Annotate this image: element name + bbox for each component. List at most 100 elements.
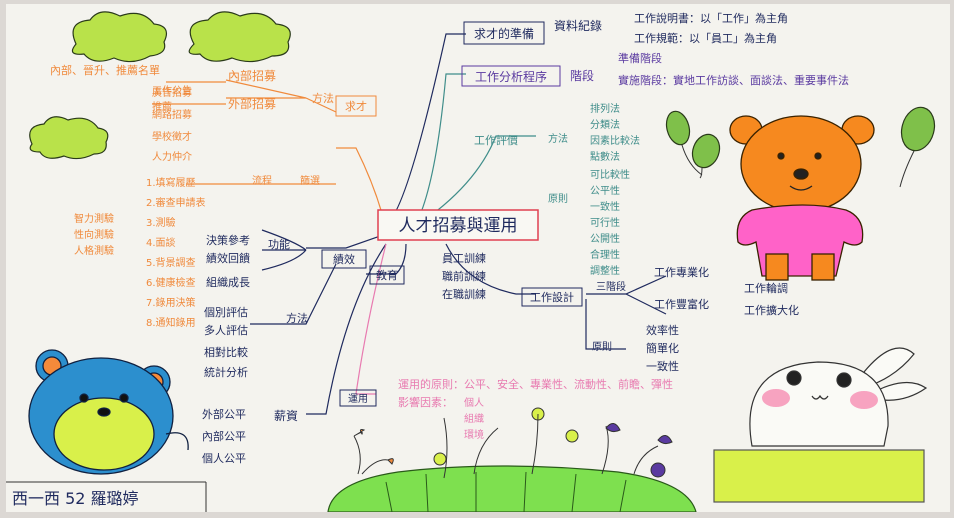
process-step-5: 5.背景調查 <box>146 256 196 269</box>
left-note-3: 人格測驗 <box>74 244 114 257</box>
usage-factor-label: 影響因素： <box>398 395 453 409</box>
analysis-topic: 工作分析程序 <box>475 69 547 84</box>
left-note-1: 智力測驗 <box>74 212 114 225</box>
process-step-1: 1.填寫履歷 <box>146 176 196 189</box>
design-branch: 工作設計 三階段 工作專業化 工作豐富化 工作輪調 工作擴大化 原則 效率性 簡… <box>521 265 799 373</box>
recruit-branch: 求才 方法 內部招募 外部招募 內部、晉升、推薦名單 工作公告 推薦 廣告招募 … <box>50 63 377 329</box>
design-principle-1: 效率性 <box>646 323 679 337</box>
design-principle-3: 一致性 <box>646 359 679 373</box>
job-eval-principle-3: 一致性 <box>590 200 620 213</box>
training-item-1: 員工訓練 <box>442 251 486 265</box>
evaluation-method-4: 統計分析 <box>204 365 248 379</box>
evaluation-method-3: 相對比較 <box>204 345 248 359</box>
recruit-process-label-2: 篩選 <box>300 174 320 187</box>
job-eval-method-1: 排列法 <box>590 102 620 115</box>
training-topic: 教育 <box>376 268 398 282</box>
job-eval-principle-2: 公平性 <box>590 184 620 197</box>
design-principle-label: 原則 <box>592 341 612 353</box>
usage-factor-1: 個人 <box>464 396 484 409</box>
cloud-icon <box>29 116 109 160</box>
training-item-2: 職前訓練 <box>442 269 486 283</box>
usage-branch: 運用 運用的原則：公平、安全、專業性、流動性、前瞻、彈性 影響因素： 個人 組織… <box>339 377 673 441</box>
job-eval-principle-6: 合理性 <box>590 248 620 261</box>
balloon-icon <box>691 133 721 179</box>
prep-doc-2: 工作規範：以「員工」為主角 <box>634 31 777 45</box>
evaluation-method-1: 個別評估 <box>204 305 248 319</box>
pay-item-1: 外部公平 <box>202 407 246 421</box>
evaluation-topic: 績效 <box>333 252 355 266</box>
evaluation-method-label: 方法 <box>286 311 308 325</box>
design-topic: 工作設計 <box>530 290 574 304</box>
evaluation-branch: 績效 功能 決策參考 績效回饋 組織成長 方法 個別評估 多人評估 相對比較 統… <box>204 233 367 379</box>
process-step-4: 4.面談 <box>146 236 176 249</box>
training-item-3: 在職訓練 <box>442 287 486 301</box>
recruit-topic: 求才 <box>345 99 367 113</box>
recruit-top-line: 內部、晉升、推薦名單 <box>50 63 160 77</box>
job-eval-method-4: 點數法 <box>590 150 620 163</box>
recruit-external-item-2: 網路招募 <box>152 108 192 121</box>
job-eval-principle-4: 可行性 <box>590 216 620 229</box>
process-step-2: 2.審查申請表 <box>146 196 206 209</box>
pay-branch: 薪資 外部公平 內部公平 個人公平 <box>202 407 298 465</box>
job-eval-principle-label: 原則 <box>548 193 568 205</box>
bear-illustration <box>729 115 875 281</box>
recruit-internal: 內部招募 <box>228 68 276 83</box>
training-branch: 教育 員工訓練 職前訓練 在職訓練 <box>369 251 486 301</box>
process-step-8: 8.通知錄用 <box>146 316 196 329</box>
recruit-external-item-4: 人力仲介 <box>152 150 192 163</box>
central-topic: 人才招募與運用 <box>377 209 539 241</box>
author-caption: 西一西 52 羅璐婷 <box>12 489 139 508</box>
evaluation-function-1: 決策參考 <box>206 233 250 247</box>
mind-map-canvas: 人才招募與運用 求才的準備 資料紀錄 工作說明書：以「工作」為主角 工作規範：以… <box>6 11 936 512</box>
flower-icon <box>353 407 673 479</box>
usage-factor-3: 環境 <box>464 428 484 441</box>
usage-principles: 運用的原則：公平、安全、專業性、流動性、前瞻、彈性 <box>398 377 673 391</box>
job-eval-method-2: 分類法 <box>590 118 620 131</box>
prep-data-label: 資料紀錄 <box>554 18 602 33</box>
job-eval-topic: 工作評價 <box>474 133 518 147</box>
recruit-internal-item-1: 工作公告 <box>152 84 192 97</box>
process-step-6: 6.健康檢查 <box>146 276 196 289</box>
job-eval-principle-7: 調整性 <box>590 264 620 277</box>
design-three-stage: 三階段 <box>596 280 626 293</box>
recruit-method-label: 方法 <box>312 91 334 105</box>
design-stage-1: 工作專業化 <box>654 265 709 279</box>
prep-topic: 求才的準備 <box>474 26 534 41</box>
hill-illustration <box>327 465 697 512</box>
balloon-icon <box>665 110 703 176</box>
central-topic-label: 人才招募與運用 <box>399 216 518 236</box>
job-eval-principle-5: 公開性 <box>590 232 620 245</box>
evaluation-method-2: 多人評估 <box>204 323 248 337</box>
job-eval-method-label: 方法 <box>548 132 568 145</box>
design-principle-2: 簡單化 <box>646 341 679 355</box>
evaluation-function-label: 功能 <box>268 237 290 251</box>
recruit-internal-item-2: 推薦 <box>152 100 172 113</box>
prep-doc-1: 工作說明書：以「工作」為主角 <box>634 11 788 25</box>
design-sub-2: 工作擴大化 <box>744 303 799 317</box>
cloud-icon <box>188 11 291 63</box>
design-stage-2: 工作豐富化 <box>654 297 709 311</box>
balloon-icon <box>899 106 936 188</box>
prep-branch: 求才的準備 資料紀錄 工作說明書：以「工作」為主角 工作規範：以「員工」為主角 <box>463 11 788 45</box>
analysis-branch: 工作分析程序 階段 準備階段 實施階段：實地工作訪談、面談法、重要事件法 <box>461 51 849 87</box>
design-sub-1: 工作輪調 <box>744 281 788 295</box>
job-eval-method-3: 因素比較法 <box>590 134 640 147</box>
evaluation-function-3: 組織成長 <box>206 276 250 289</box>
analysis-stage-1: 準備階段 <box>618 51 662 65</box>
analysis-stage-2: 實施階段：實地工作訪談、面談法、重要事件法 <box>618 73 849 87</box>
author-footer: 西一西 52 羅璐婷 <box>6 481 207 512</box>
pay-item-3: 個人公平 <box>202 452 246 465</box>
recruit-external-item-3: 學校徵才 <box>152 130 192 143</box>
cloud-icon <box>71 11 167 63</box>
analysis-stage-label: 階段 <box>570 68 594 83</box>
recruit-external: 外部招募 <box>228 96 276 111</box>
process-step-7: 7.錄用決策 <box>146 296 196 309</box>
left-note-2: 性向測驗 <box>74 228 114 241</box>
evaluation-function-2: 績效回饋 <box>206 251 250 265</box>
pay-item-2: 內部公平 <box>202 429 246 443</box>
job-eval-branch: 工作評價 方法 排列法 分類法 因素比較法 點數法 原則 可比較性 公平性 一致… <box>474 102 640 277</box>
recruit-external-item-1: 廣告招募 <box>152 86 192 99</box>
job-eval-principle-1: 可比較性 <box>590 168 630 181</box>
usage-factor-2: 組織 <box>464 412 484 425</box>
recruit-process-label: 流程 <box>252 174 272 187</box>
